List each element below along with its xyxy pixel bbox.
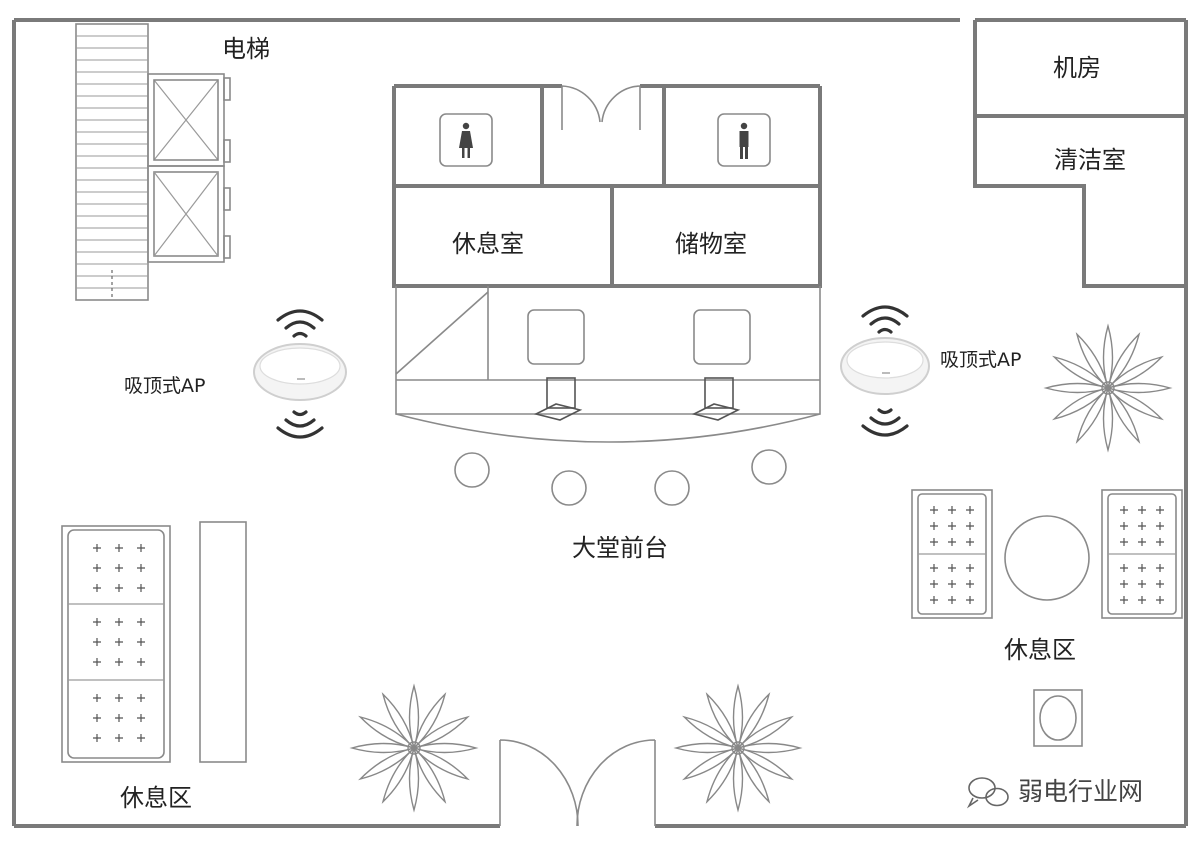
- stool-icon: [751, 449, 787, 485]
- stool-icon: [454, 452, 490, 488]
- restroom-female-icon: [439, 113, 493, 167]
- central-core: [392, 84, 822, 288]
- door-swing-icon: [499, 739, 656, 827]
- stairs: [75, 23, 149, 301]
- elevator-shafts: [147, 73, 231, 263]
- potted-plant-icon: [351, 685, 477, 811]
- round-table: [1004, 515, 1090, 601]
- wifi-signal-icon: [861, 408, 909, 437]
- watermark-text: 弱电行业网: [1018, 777, 1143, 806]
- service-rooms: [973, 20, 1186, 288]
- ap-right: [840, 305, 930, 437]
- ceiling-ap-icon: [840, 337, 930, 395]
- ap-left-label: 吸顶式AP: [124, 375, 205, 397]
- chair-right: [693, 309, 751, 365]
- stool-icon: [551, 470, 587, 506]
- restroom-female-figure: [459, 122, 473, 158]
- rest-area-left-label: 休息区: [120, 784, 192, 812]
- cleaning-room-label: 清洁室: [1054, 146, 1126, 174]
- front-desk-label: 大堂前台: [572, 534, 668, 562]
- potted-plant-icon: [675, 685, 801, 811]
- restroom-male-icon: [717, 113, 771, 167]
- computer-icon: [691, 377, 741, 421]
- ap-right-label: 吸顶式AP: [940, 349, 1021, 371]
- door-swing-icon: [561, 85, 641, 130]
- front-desk: [395, 286, 821, 443]
- storage-room-label: 储物室: [675, 230, 747, 258]
- wechat-icon: [966, 777, 1009, 809]
- lounge-room-label: 休息室: [452, 230, 524, 258]
- ceiling-ap-icon: [253, 343, 347, 401]
- wifi-signal-icon: [861, 305, 909, 334]
- computer-icon: [533, 377, 583, 421]
- sofa-icon: [61, 525, 171, 763]
- stools: [454, 449, 787, 506]
- elevator-label: 电梯: [222, 35, 270, 63]
- rest-area-right-label: 休息区: [1004, 636, 1076, 664]
- chair-left: [527, 309, 585, 365]
- outer-walls: [12, 18, 1188, 828]
- restroom-male-figure: [739, 122, 749, 159]
- sofa-icon: [911, 489, 993, 619]
- armchair: [1033, 689, 1083, 747]
- sofa-icon: [1101, 489, 1183, 619]
- stool-icon: [654, 470, 690, 506]
- wifi-signal-icon: [276, 309, 324, 338]
- potted-plant-icon: [1045, 325, 1171, 451]
- side-table: [199, 521, 247, 763]
- wifi-signal-icon: [276, 410, 324, 439]
- machine-room-label: 机房: [1053, 54, 1101, 82]
- ap-left: [253, 309, 347, 439]
